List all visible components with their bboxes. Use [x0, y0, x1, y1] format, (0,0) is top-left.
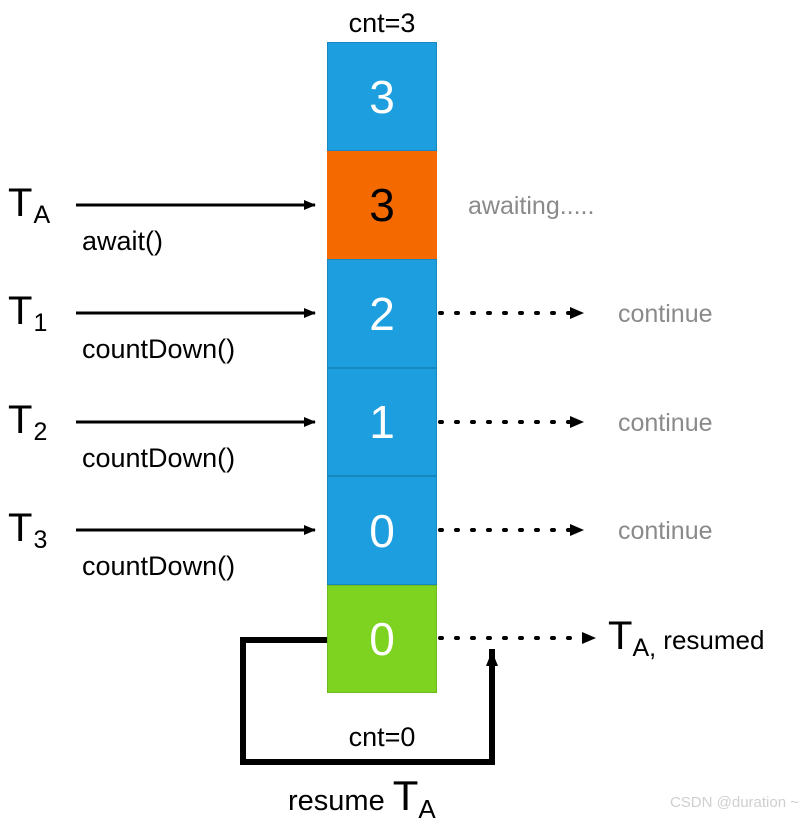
thread-method-t2: countDown() — [82, 443, 236, 473]
counter-cell-5-released: 0 — [327, 585, 437, 693]
counter-cell-3: 1 — [327, 368, 437, 476]
resume-feedback-loop — [240, 637, 498, 765]
thread-label-ta: TA — [8, 181, 51, 229]
thread-label-t1: T1 — [8, 289, 48, 337]
thread-label-t2: T2 — [8, 398, 48, 446]
thread-sub-t3: 3 — [33, 526, 48, 554]
thread-name-t3: T — [8, 506, 33, 550]
resume-thread-sub: A — [418, 794, 436, 824]
counter-cell-0: 3 — [327, 42, 437, 151]
thread-sub-t2: 2 — [33, 418, 48, 446]
thread-name-t1: T — [8, 289, 33, 333]
resume-caption: resume TA — [288, 772, 436, 824]
watermark: CSDN @duration ~ — [669, 794, 799, 811]
resumed-sub: A, — [632, 634, 657, 662]
count-label-bottom: cnt=0 — [348, 722, 416, 752]
counter-cell-1-awaiting: 3 — [327, 151, 437, 259]
thread-sub-ta: A — [33, 201, 51, 229]
resumed-name: T — [608, 614, 633, 658]
thread-sub-t1: 1 — [33, 309, 48, 337]
thread-method-t1: countDown() — [82, 334, 236, 364]
status-ta-resumed: TA, resumed — [608, 614, 765, 662]
counter-cell-2: 2 — [327, 259, 437, 368]
counter-cell-4: 0 — [327, 476, 437, 585]
thread-method-ta: await() — [82, 226, 164, 256]
resumed-suffix: resumed — [663, 625, 765, 655]
thread-name-t2: T — [8, 398, 33, 442]
resume-thread-name: T — [392, 772, 419, 819]
resume-verb: resume — [288, 785, 385, 817]
count-label-top: cnt=3 — [348, 8, 416, 38]
status-continue-3: continue — [618, 517, 713, 545]
thread-method-t3: countDown() — [82, 551, 236, 581]
thread-name-ta: T — [8, 181, 33, 225]
status-continue-2: continue — [618, 409, 713, 437]
thread-label-t3: T3 — [8, 506, 48, 554]
status-continue-1: continue — [618, 300, 713, 328]
status-awaiting: awaiting..... — [468, 192, 595, 220]
